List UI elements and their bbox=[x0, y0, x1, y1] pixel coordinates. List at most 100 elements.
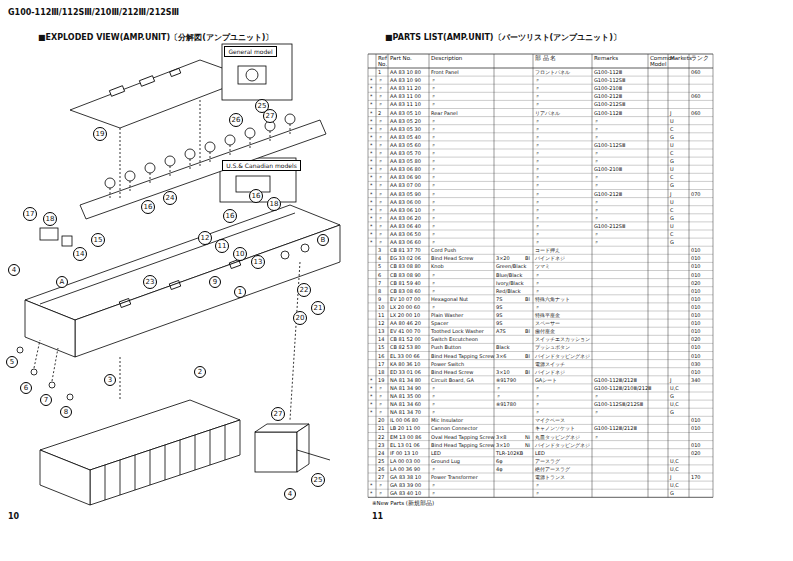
callout-number: 3 bbox=[108, 376, 112, 385]
table-cell: 010 bbox=[691, 441, 701, 449]
table-cell: 2 bbox=[378, 109, 381, 117]
callout-bubble: 27 bbox=[263, 109, 277, 123]
table-cell: Cord Push bbox=[431, 246, 456, 254]
table-cell: G100-212SⅢ bbox=[594, 222, 625, 230]
table-cell: 〃 bbox=[378, 400, 383, 408]
table-cell: 12 bbox=[378, 319, 384, 327]
table-cell: 〃 bbox=[594, 230, 599, 238]
table-cell: 〃 bbox=[431, 125, 436, 133]
table-cell: 3 bbox=[378, 246, 381, 254]
table-cell: 〃 bbox=[431, 149, 436, 157]
table-cell: ED 33 01 06 bbox=[390, 368, 421, 376]
table-cell: 020 bbox=[691, 279, 701, 287]
table-cell: * bbox=[370, 117, 373, 125]
table-cell: 010 bbox=[691, 424, 701, 432]
table-cell: 〃 bbox=[378, 149, 383, 157]
table-cell: 〃 bbox=[594, 206, 599, 214]
table-cell: * bbox=[370, 384, 373, 392]
inset-label-box: U.S.& Canadian models bbox=[222, 160, 301, 171]
table-cell: G bbox=[670, 408, 674, 416]
table-cell: 〃 bbox=[535, 190, 540, 198]
table-cell: 〃 bbox=[378, 222, 383, 230]
table-cell: フロントパネル bbox=[535, 68, 570, 76]
table-cell: 〃 bbox=[535, 481, 540, 489]
table-cell: G bbox=[670, 392, 674, 400]
table-cell: Ni bbox=[525, 433, 530, 441]
table-header: 部 品 名 bbox=[535, 55, 592, 61]
table-cell: G100-112Ⅲ/212Ⅲ bbox=[594, 424, 637, 432]
table-cell: 〃 bbox=[594, 117, 599, 125]
table-cell: U bbox=[670, 198, 674, 206]
table-cell: 〃 bbox=[378, 181, 383, 189]
table-cell: 19 bbox=[378, 376, 384, 384]
table-cell: 〃 bbox=[378, 198, 383, 206]
table-cell: 9 bbox=[378, 295, 381, 303]
callout-bubble: B bbox=[317, 234, 329, 246]
table-cell: J bbox=[670, 473, 671, 481]
table-cell: Push Button bbox=[431, 343, 461, 351]
table-cell: G100-112Ⅲ/210Ⅲ/212Ⅲ bbox=[594, 384, 652, 392]
table-cell: * bbox=[370, 141, 373, 149]
table-cell: 〃 bbox=[431, 165, 436, 173]
table-cell: 〃 bbox=[431, 141, 436, 149]
table-cell: * bbox=[370, 376, 373, 384]
table-cell: G100-112SⅢ/212SⅢ bbox=[594, 400, 643, 408]
table-cell: Bl bbox=[525, 327, 530, 335]
table-cell: 010 bbox=[691, 271, 701, 279]
table-cell: 15 bbox=[378, 343, 384, 351]
table-cell: U,C bbox=[670, 384, 679, 392]
table-cell: 〃 bbox=[535, 271, 540, 279]
table-cell: 010 bbox=[691, 311, 701, 319]
table-cell: Bl bbox=[525, 295, 530, 303]
table-cell: Black bbox=[496, 343, 510, 351]
callout-bubble: 24 bbox=[163, 191, 177, 205]
table-cell: CB 81 52 00 bbox=[390, 335, 421, 343]
table-cell: C bbox=[670, 173, 674, 181]
table-cell: 20 bbox=[378, 416, 384, 424]
table-cell: Ground Lug bbox=[431, 457, 460, 465]
table-cell: 〃 bbox=[431, 92, 436, 100]
callout-number: 7 bbox=[44, 396, 48, 405]
table-cell: スペーサー bbox=[535, 319, 560, 327]
callout-bubble: 21 bbox=[311, 301, 325, 315]
table-cell: AA 83 07 00 bbox=[390, 181, 421, 189]
table-cell: NA 81 34 80 bbox=[390, 376, 421, 384]
callout-number: A bbox=[60, 278, 65, 287]
table-cell: Mic Insulator bbox=[431, 416, 463, 424]
table-cell: LED bbox=[431, 449, 441, 457]
table-cell: G bbox=[670, 181, 674, 189]
table-cell: リアパネル bbox=[535, 109, 560, 117]
table-cell: 9S bbox=[496, 303, 502, 311]
table-cell: J bbox=[670, 109, 671, 117]
table-cell: NA 81 34 70 bbox=[390, 408, 421, 416]
table-cell: 〃 bbox=[378, 214, 383, 222]
table-cell: 10 bbox=[378, 303, 384, 311]
table-cell: 060 bbox=[691, 92, 701, 100]
callout-bubble: 4 bbox=[284, 488, 296, 500]
table-cell: 〃 bbox=[431, 271, 436, 279]
table-cell: 6φ bbox=[496, 457, 502, 465]
callout-bubble: 12 bbox=[198, 231, 212, 245]
table-cell: * bbox=[370, 181, 373, 189]
table-cell: C bbox=[670, 230, 674, 238]
table-cell: AA 80 46 20 bbox=[390, 319, 421, 327]
table-cell: U,C bbox=[670, 465, 679, 473]
table-cell: A7S bbox=[496, 327, 506, 335]
table-cell: 〃 bbox=[378, 125, 383, 133]
table-cell: EL 33 00 66 bbox=[390, 352, 420, 360]
callout-bubble: 25 bbox=[311, 473, 325, 487]
table-cell: * bbox=[370, 481, 373, 489]
table-cell: U bbox=[670, 117, 674, 125]
table-cell: 〃 bbox=[535, 76, 540, 84]
table-cell: 〃 bbox=[378, 481, 383, 489]
table-cell: Red/Black bbox=[496, 287, 521, 295]
table-cell: G100-212Ⅲ bbox=[594, 92, 622, 100]
table-cell: 〃 bbox=[431, 481, 436, 489]
table-cell: 13 bbox=[378, 327, 384, 335]
table-cell: Bind Head Tapping Screw bbox=[431, 352, 494, 360]
table-cell: J bbox=[670, 376, 671, 384]
table-cell: 〃 bbox=[431, 214, 436, 222]
callout-bubble: 2 bbox=[194, 366, 206, 378]
table-cell: EL 13 01 06 bbox=[390, 441, 420, 449]
table-cell: AA 83 06 00 bbox=[390, 198, 421, 206]
